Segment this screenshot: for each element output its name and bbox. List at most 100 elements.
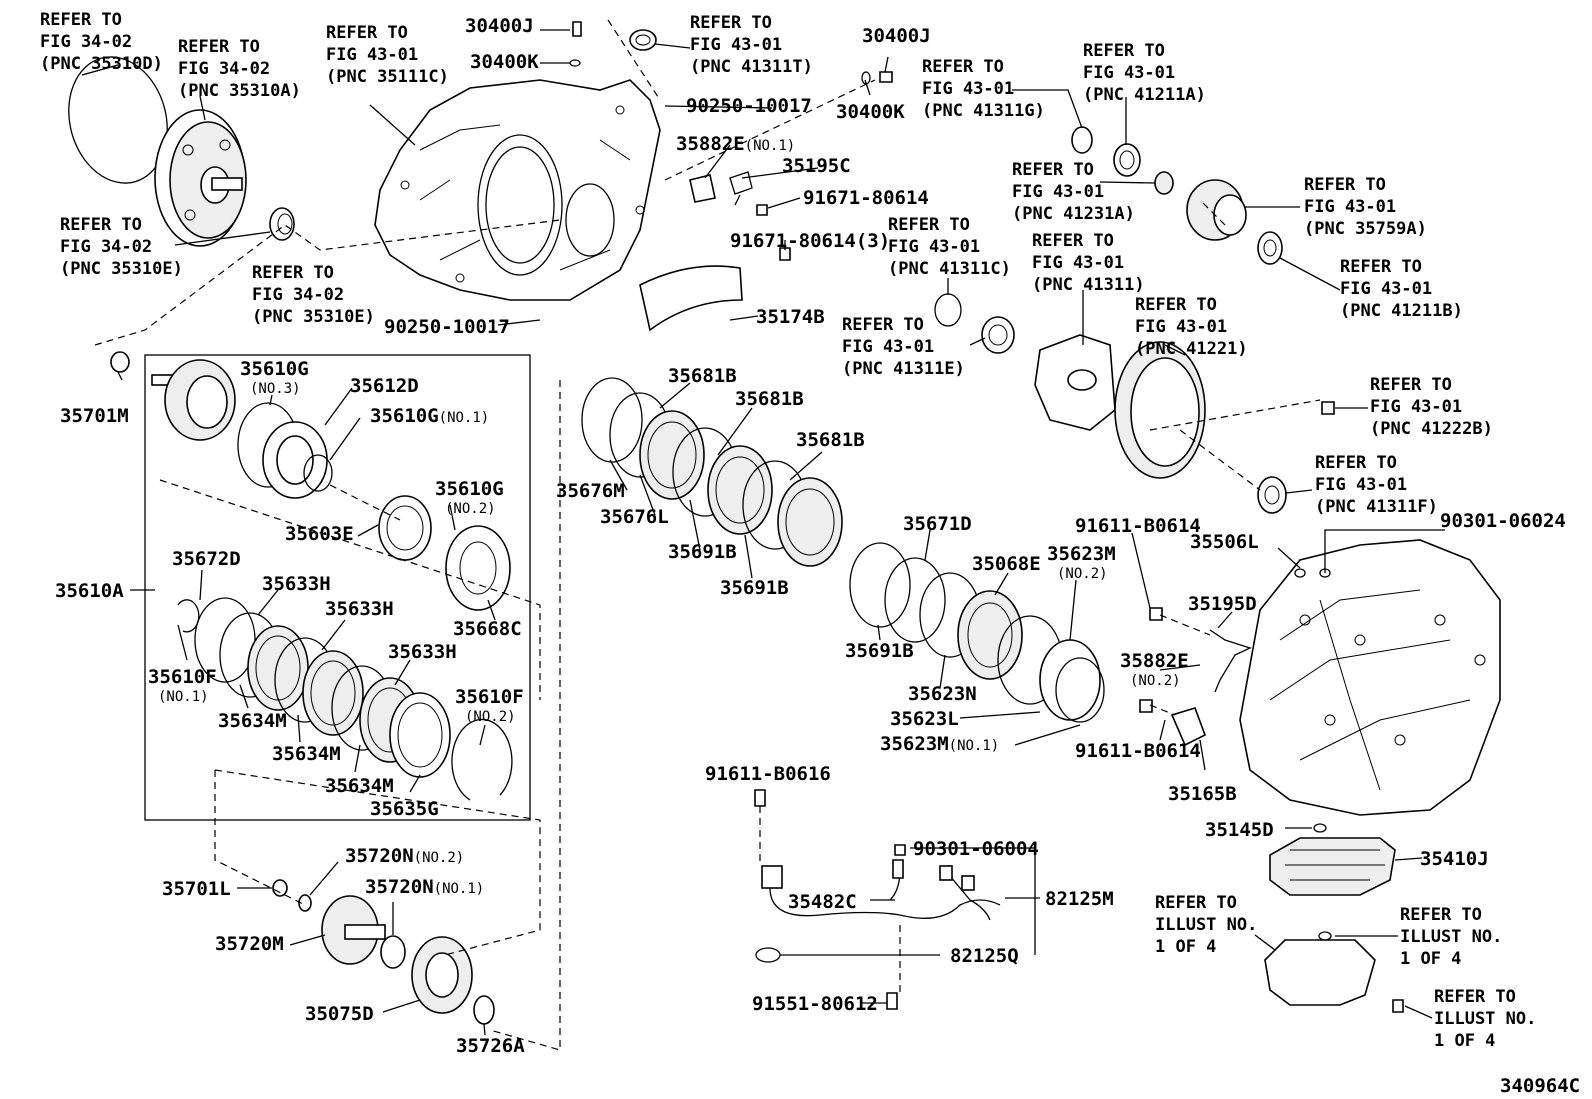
part-number-label: 35068E xyxy=(972,553,1041,575)
part-number: 35691B xyxy=(845,640,914,662)
refer-to-line: REFER TO xyxy=(1032,231,1114,251)
part-number: 35720N xyxy=(345,845,414,867)
part-number: 35195C xyxy=(782,155,851,177)
refer-to-line: FIG 43-01 xyxy=(842,337,934,357)
part-number: 35691B xyxy=(668,541,737,563)
part-number: 90301-06004 xyxy=(913,838,1039,860)
part-number-label: 35482C xyxy=(788,891,857,913)
part-number-label: 35671D xyxy=(903,513,972,535)
refer-to-line: REFER TO xyxy=(842,315,924,335)
part-number-label: 82125M xyxy=(1045,888,1114,910)
part-number: 35195D xyxy=(1188,593,1257,615)
refer-to-line: 1 OF 4 xyxy=(1400,949,1461,969)
refer-to-line: (PNC 41311G) xyxy=(922,101,1045,121)
part-note: (NO.3) xyxy=(250,381,301,397)
refer-to-line: FIG 43-01 xyxy=(1032,253,1124,273)
refer-to-line: FIG 34-02 xyxy=(40,32,132,52)
part-number: 35610F xyxy=(455,686,524,708)
part-number: 30400K xyxy=(836,101,905,123)
transaxle-case xyxy=(1239,539,1501,816)
part-number-label: 90301-06024 xyxy=(1440,510,1566,532)
gear-35759a xyxy=(1186,179,1247,241)
refer-to-line: FIG 43-01 xyxy=(922,79,1014,99)
seal-41311f xyxy=(1257,476,1287,514)
part-number: 35676L xyxy=(600,506,669,528)
part-number: 30400K xyxy=(470,51,539,73)
part-number: 35882E xyxy=(1120,650,1189,672)
part-number-label: 35720N(NO.1) xyxy=(365,876,484,898)
part-number-label: 35691B xyxy=(845,640,914,662)
part-number-label: 91551-80612 xyxy=(752,993,878,1015)
part-number-label: 91671-80614(3) xyxy=(730,230,890,252)
refer-to-line: REFER TO xyxy=(326,23,408,43)
refer-to-line: REFER TO xyxy=(1304,175,1386,195)
part-number: 35623N xyxy=(908,683,977,705)
part-number: 35506L xyxy=(1190,531,1259,553)
part-number-label: 35720N(NO.2) xyxy=(345,845,464,867)
part-number: 35676M xyxy=(556,480,625,502)
refer-to-line: REFER TO xyxy=(922,57,1004,77)
part-number: 35165B xyxy=(1168,783,1237,805)
clutch-plates-center xyxy=(581,377,843,567)
bolt-91611-b0616 xyxy=(754,789,766,807)
part-number-label: 35726A xyxy=(456,1035,525,1057)
refer-to-line: (PNC 35759A) xyxy=(1304,219,1427,239)
part-number: 35681B xyxy=(668,365,737,387)
part-number-label: 35075D xyxy=(305,1003,374,1025)
refer-to-line: ILLUST NO. xyxy=(1400,927,1502,947)
part-number: 30400J xyxy=(465,15,534,37)
illustration xyxy=(68,21,1501,1025)
part-number-label: 91611-B0616 xyxy=(705,763,831,785)
part-number: 90250-10017 xyxy=(686,95,812,117)
part-number: 35882E xyxy=(676,133,745,155)
refer-to-line: FIG 43-01 xyxy=(1304,197,1396,217)
part-number-label: 82125Q xyxy=(950,945,1019,967)
refer-to-line: REFER TO xyxy=(252,263,334,283)
refer-to-line: (PNC 41311F) xyxy=(1315,497,1438,517)
part-note: (NO.2) xyxy=(414,850,465,866)
refer-to-line: FIG 43-01 xyxy=(1012,182,1104,202)
refer-to-line: (PNC 41221) xyxy=(1135,339,1248,359)
part-number-label: 35610A xyxy=(55,580,124,602)
seal-35310e xyxy=(269,207,295,241)
part-number: 91551-80612 xyxy=(752,993,878,1015)
part-number: 91611-B0616 xyxy=(705,763,831,785)
refer-to-line: (PNC 35310D) xyxy=(40,54,163,74)
part-number-label: 35610F(NO.1) xyxy=(148,666,217,705)
part-number-label: 35603E xyxy=(285,523,354,545)
part-number-label: 35610G(NO.3) xyxy=(240,358,309,397)
part-number: 35610G xyxy=(435,478,504,500)
part-number-label: 30400K xyxy=(470,51,539,73)
part-number: 35720M xyxy=(215,933,284,955)
clutch-assy-box xyxy=(144,354,531,821)
part-number-label: 35610G(NO.2) xyxy=(435,478,504,517)
seal-41311t xyxy=(629,29,657,51)
part-number-label: 35634M xyxy=(325,775,394,797)
part-number: 35633H xyxy=(325,598,394,620)
refer-to-line: REFER TO xyxy=(178,37,260,57)
part-number-label: 35623N xyxy=(908,683,977,705)
part-number: 35610G xyxy=(370,405,439,427)
part-number-label: 91611-B0614 xyxy=(1075,515,1201,537)
part-number: 35623M xyxy=(880,733,949,755)
part-note: (NO.1) xyxy=(745,138,796,154)
part-number: 91671-80614(3) xyxy=(730,230,890,252)
part-note: (NO.2) xyxy=(1057,566,1108,582)
transaxle-housing xyxy=(374,79,661,301)
diagram-code: 340964C xyxy=(1500,1075,1580,1097)
part-number-label: 35612D xyxy=(350,375,419,397)
refer-to-line: (PNC 41311T) xyxy=(690,57,813,77)
part-number-label: 35195C xyxy=(782,155,851,177)
part-number-label: 30400J xyxy=(465,15,534,37)
washer-35726a xyxy=(473,995,495,1025)
part-number-label: 91671-80614 xyxy=(803,187,929,209)
part-number: 35612D xyxy=(350,375,419,397)
